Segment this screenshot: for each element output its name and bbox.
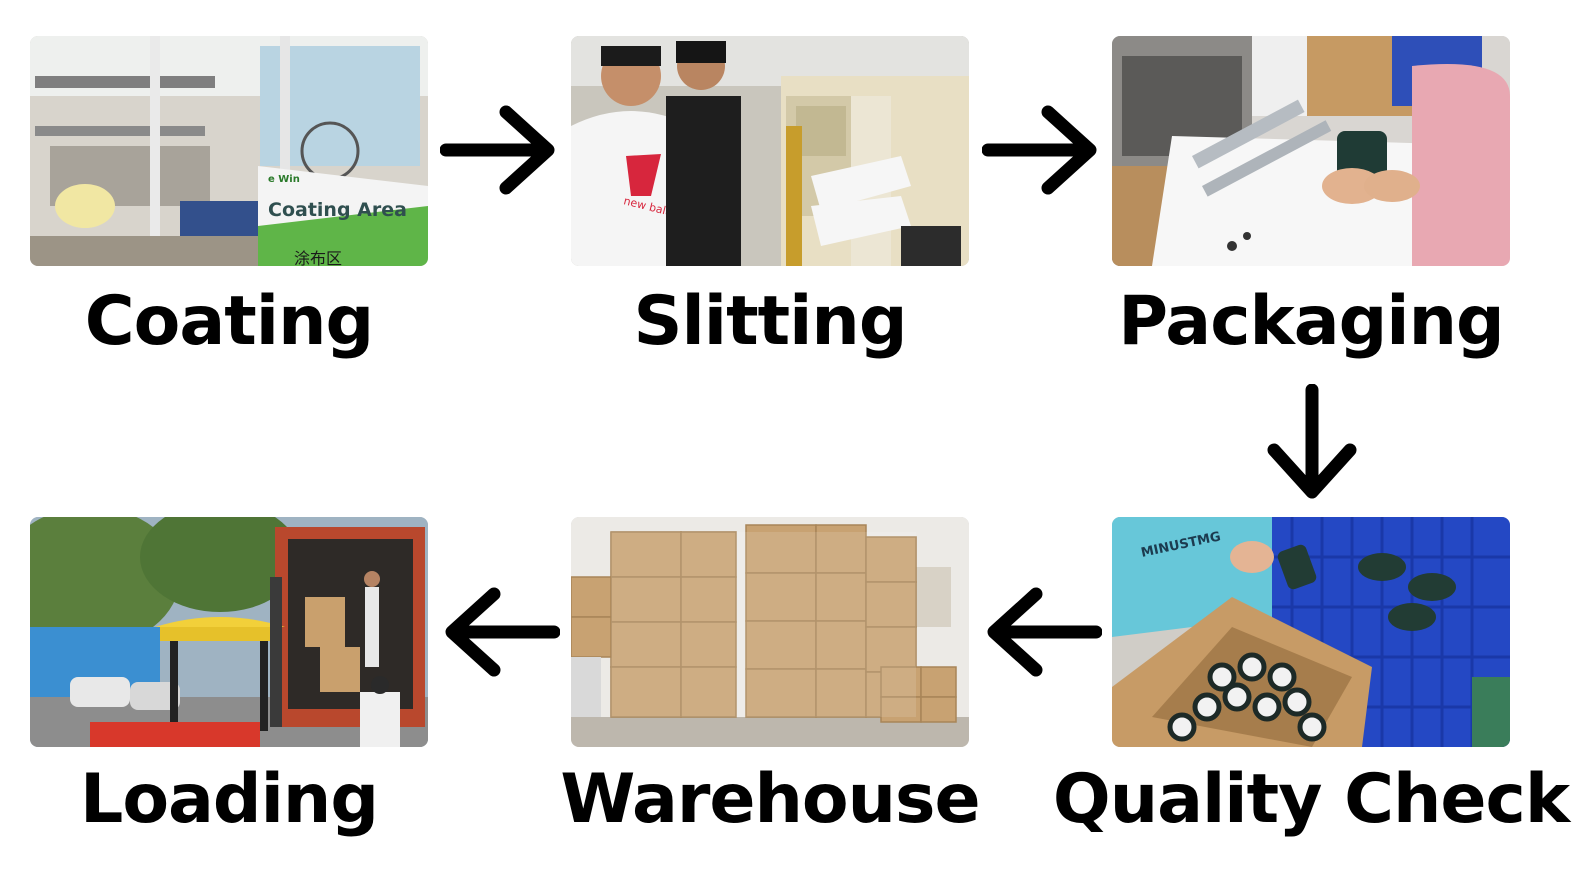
arrow-right-icon bbox=[440, 100, 560, 200]
slitting-label: Slitting bbox=[633, 282, 908, 361]
packaging-label: Packaging bbox=[1118, 282, 1504, 361]
arrow-left-icon bbox=[440, 582, 560, 682]
coating-label: Coating bbox=[84, 282, 374, 361]
quality-check-label: Quality Check bbox=[1052, 760, 1570, 839]
quality-check-photo: MINUSTMG bbox=[1112, 517, 1510, 747]
coating-sign-text: Coating Area bbox=[268, 199, 407, 221]
coating-photo: e Win Coating Area 涂布区 bbox=[30, 36, 428, 266]
loading-label: Loading bbox=[79, 760, 379, 839]
warehouse-photo bbox=[571, 517, 969, 747]
packaging-photo bbox=[1112, 36, 1510, 266]
warehouse-label: Warehouse bbox=[560, 760, 980, 839]
coating-sign-subtext: 涂布区 bbox=[294, 249, 342, 266]
arrow-down-icon bbox=[1262, 384, 1362, 504]
coating-sign-brand: e Win bbox=[268, 174, 300, 185]
arrow-right-icon bbox=[982, 100, 1102, 200]
arrow-left-icon bbox=[982, 582, 1102, 682]
slitting-photo: new balance bbox=[571, 36, 969, 266]
loading-photo bbox=[30, 517, 428, 747]
